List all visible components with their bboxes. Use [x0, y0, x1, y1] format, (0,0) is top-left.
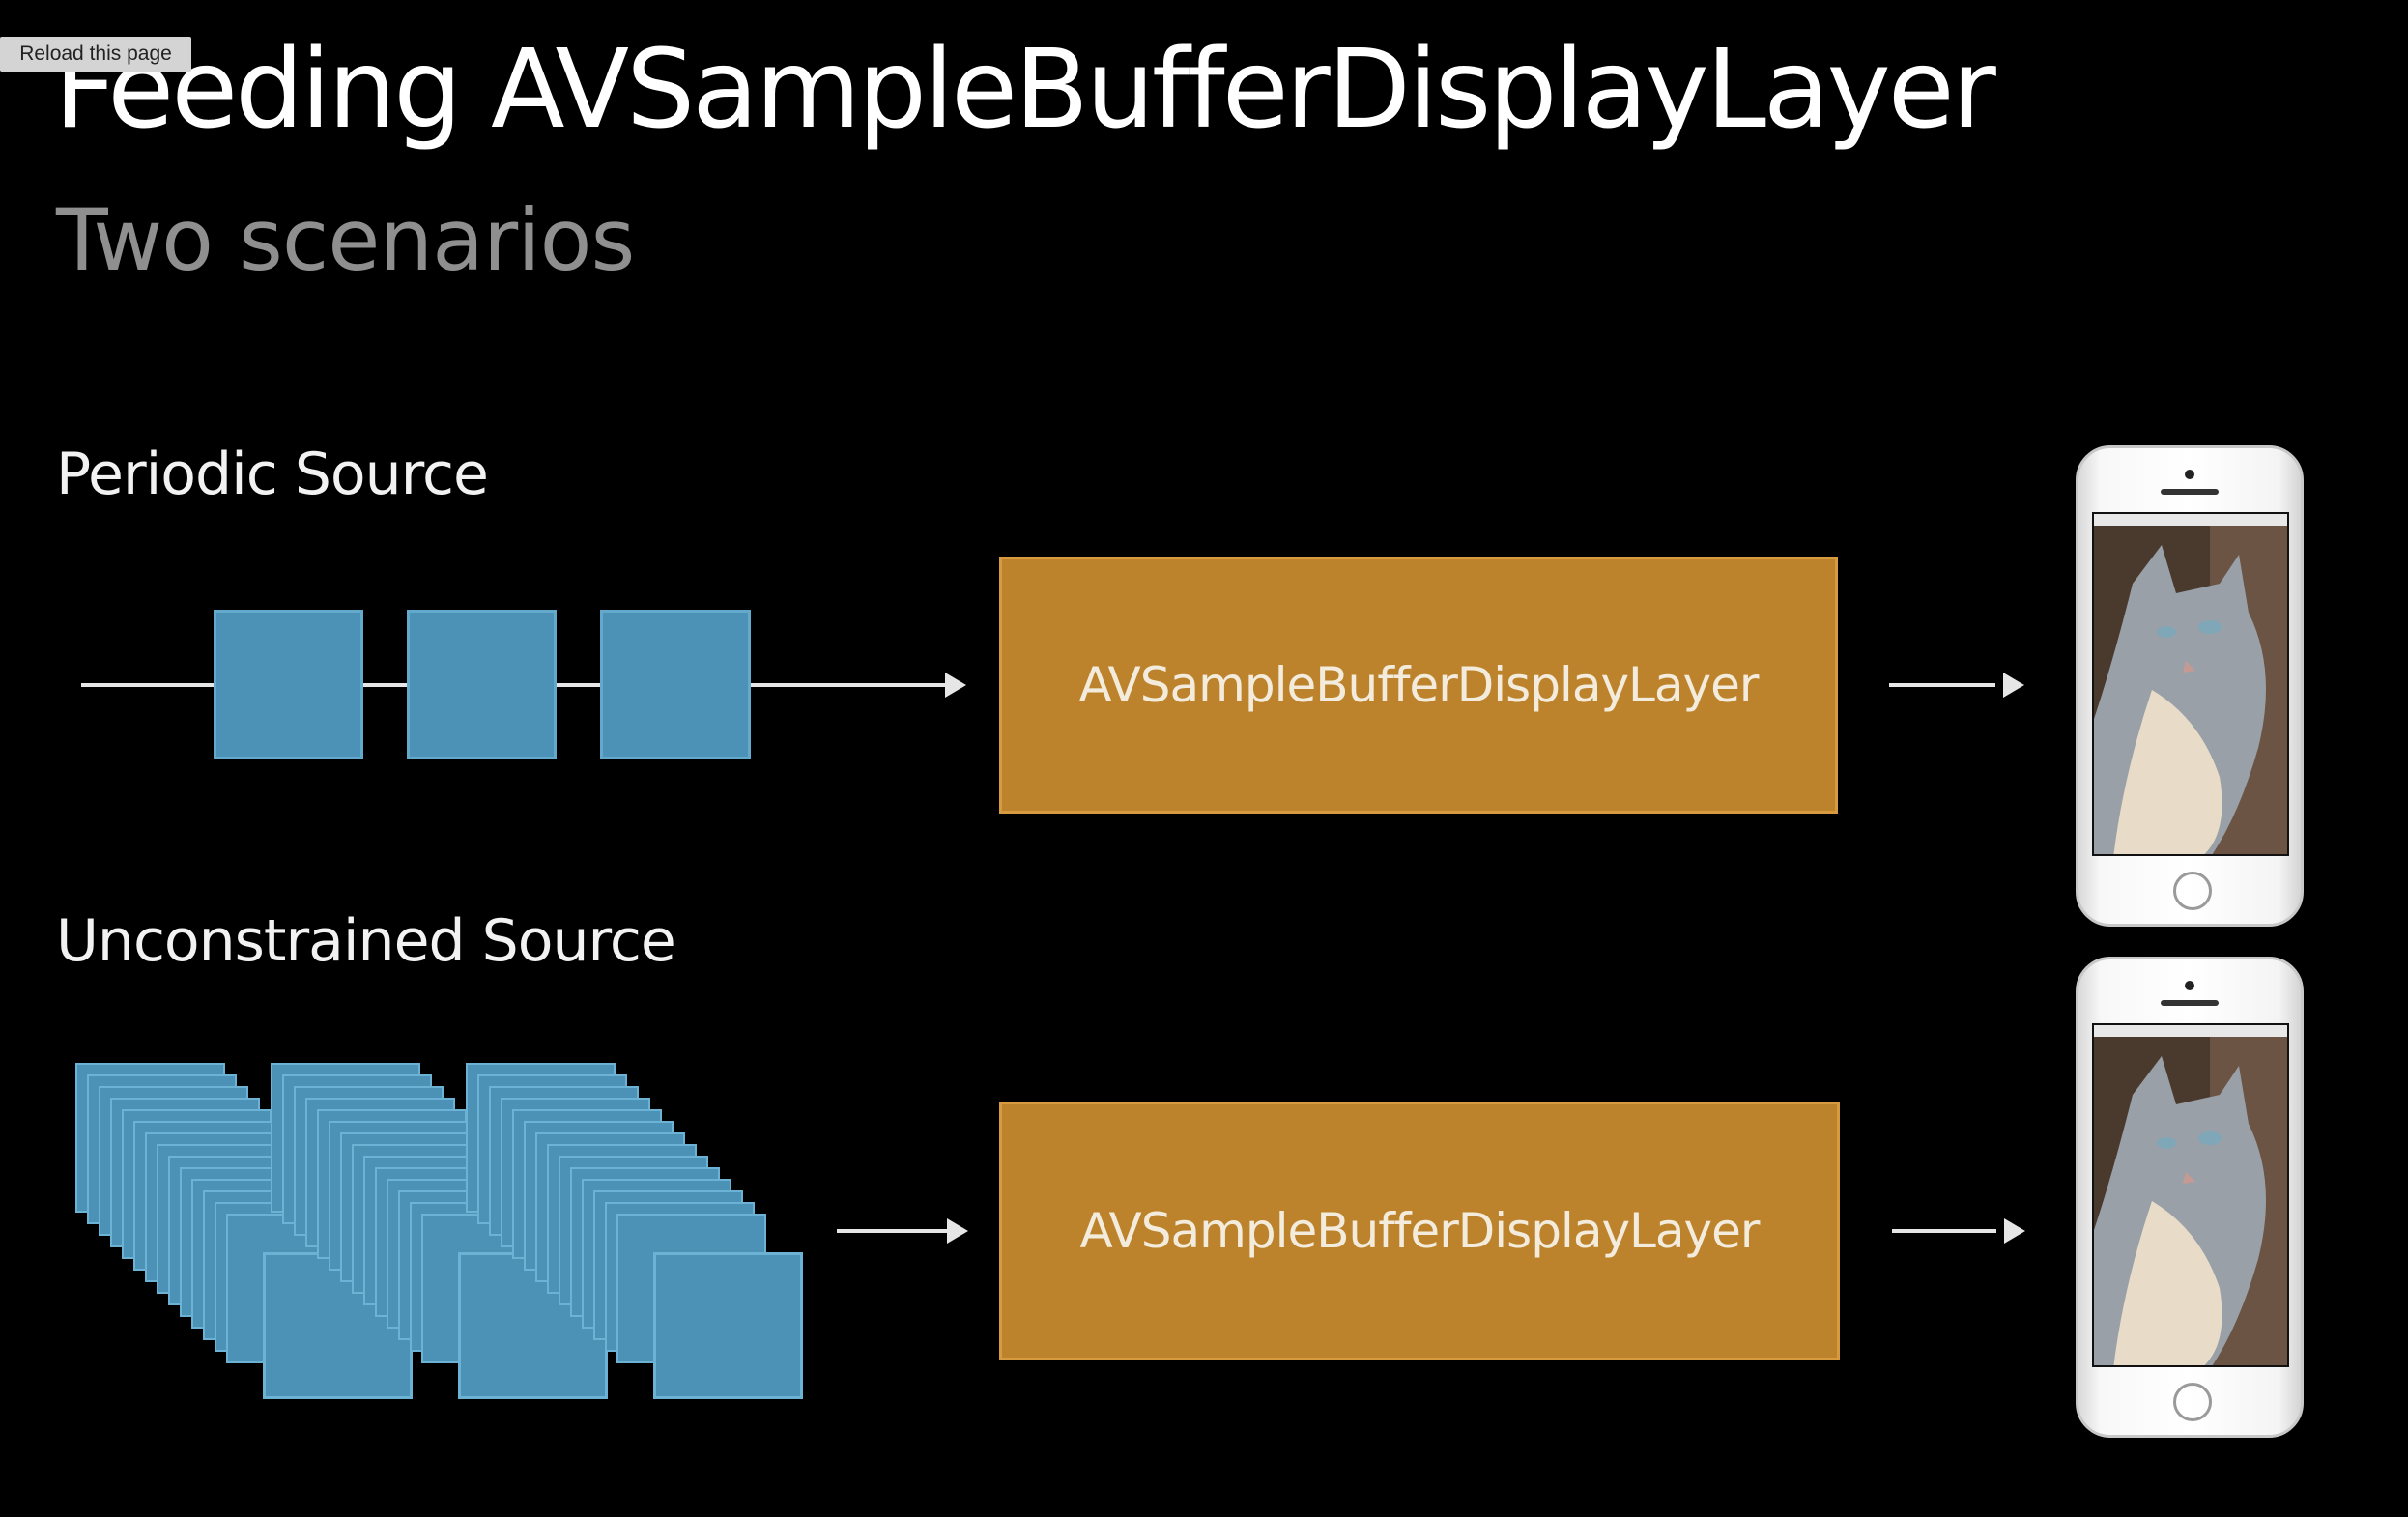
- phone-screen: [2092, 1023, 2289, 1367]
- display-layer-label: AVSampleBufferDisplayLayer: [1079, 1203, 1761, 1259]
- sample-buffer: [214, 610, 363, 759]
- home-button: [2173, 872, 2212, 910]
- phone-screen: [2092, 512, 2289, 856]
- phone-status-bar: [2094, 514, 2287, 526]
- sample-buffer: [653, 1252, 803, 1399]
- output-line: [1889, 683, 1995, 687]
- sample-buffer: [407, 610, 557, 759]
- home-button: [2173, 1383, 2212, 1421]
- phone-status-bar: [2094, 1025, 2287, 1037]
- arrow-right-icon: [2003, 673, 2024, 698]
- display-layer-box: AVSampleBufferDisplayLayer: [999, 557, 1838, 814]
- iphone-icon: [2076, 445, 2304, 927]
- phone-camera: [2185, 981, 2194, 990]
- arrow-right-icon: [2004, 1218, 2025, 1244]
- phone-camera: [2185, 470, 2194, 479]
- periodic-source-label: Periodic Source: [56, 441, 489, 508]
- arrow-right-icon: [945, 673, 966, 698]
- sample-buffer: [600, 610, 751, 759]
- phone-speaker: [2161, 1000, 2219, 1006]
- cat-photo: [2094, 1037, 2287, 1365]
- output-line: [1892, 1229, 1996, 1233]
- arrow-right-icon: [947, 1218, 968, 1244]
- slide-title: Feeding AVSampleBufferDisplayLayer: [54, 27, 1996, 153]
- display-layer-box: AVSampleBufferDisplayLayer: [999, 1102, 1840, 1360]
- phone-speaker: [2161, 489, 2219, 495]
- display-layer-label: AVSampleBufferDisplayLayer: [1078, 657, 1760, 713]
- iphone-icon: [2076, 957, 2304, 1438]
- unconstrained-source-label: Unconstrained Source: [56, 907, 676, 975]
- reload-page-tooltip[interactable]: Reload this page: [0, 37, 191, 72]
- slide-subtitle: Two scenarios: [56, 190, 635, 290]
- input-line: [837, 1229, 953, 1233]
- cat-photo: [2094, 526, 2287, 854]
